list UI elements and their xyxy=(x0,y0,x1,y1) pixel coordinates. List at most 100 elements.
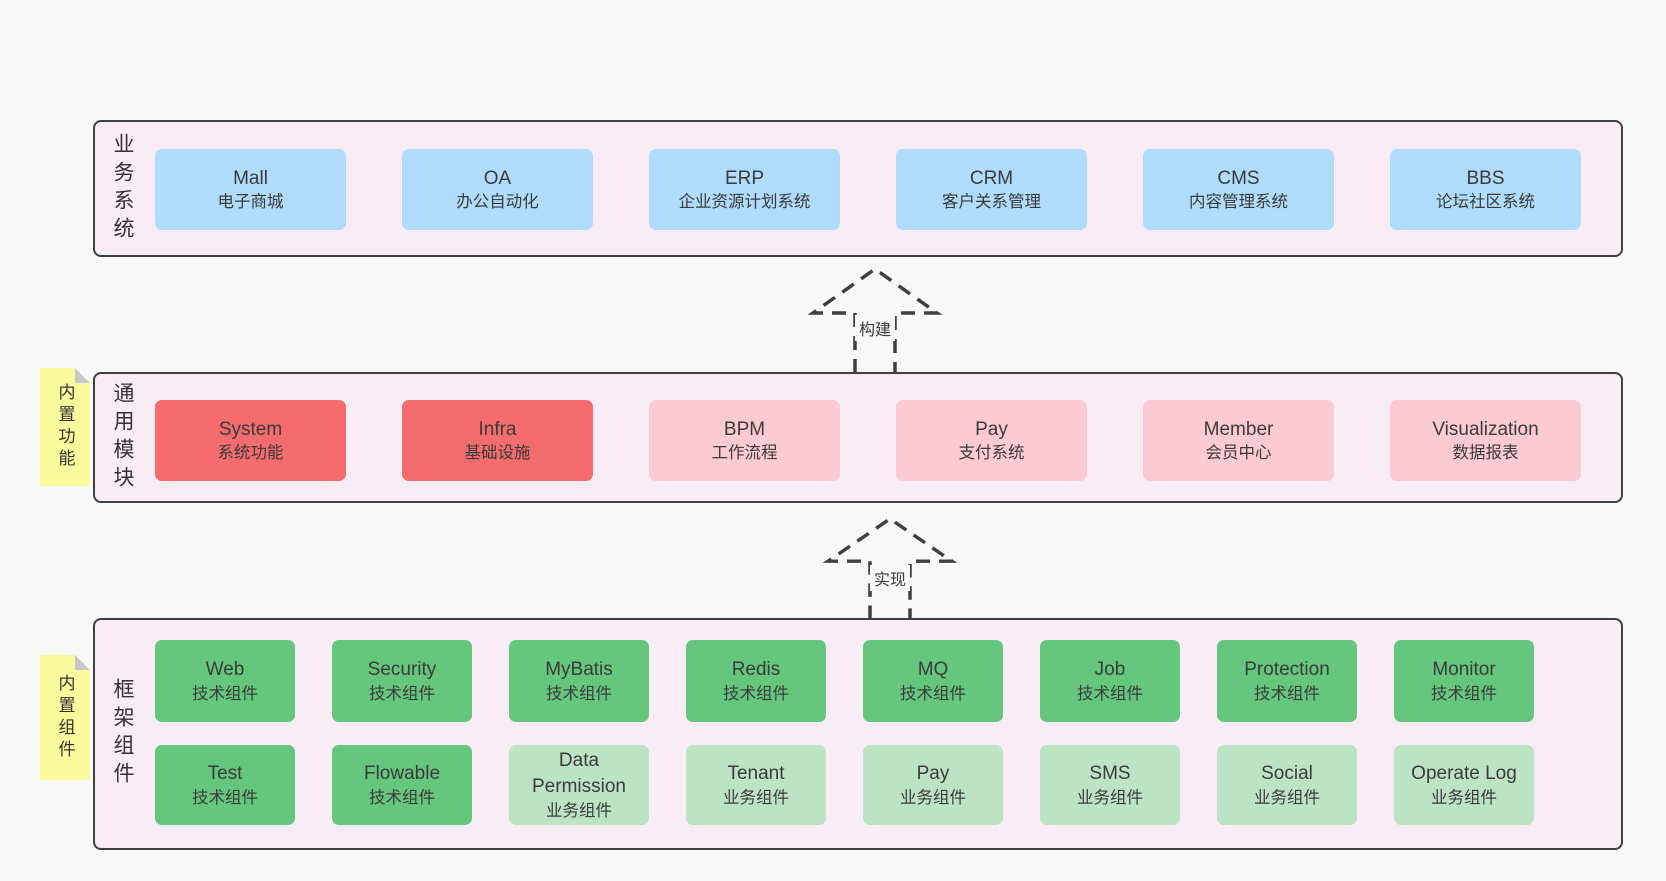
framework-row-2: Test 技术组件 Flowable 技术组件 Data Permission … xyxy=(155,745,1534,825)
box-infra: Infra 基础设施 xyxy=(402,400,593,481)
sticky-note-text: 内置组件 xyxy=(55,673,75,762)
box-subtitle: 数据报表 xyxy=(1452,444,1519,463)
box-name: BPM xyxy=(723,418,766,440)
sticky-note-builtin-features: 内置功能 xyxy=(40,368,90,486)
box-subtitle: 系统功能 xyxy=(217,444,284,463)
box-name: Test xyxy=(207,763,243,785)
box-name: Pay xyxy=(975,418,1008,440)
dashed-up-arrow-icon xyxy=(807,266,943,373)
box-name: Job xyxy=(1094,659,1126,681)
box-subtitle: 内容管理系统 xyxy=(1189,193,1288,212)
box-name: SMS xyxy=(1089,763,1131,785)
box-subtitle: 会员中心 xyxy=(1205,444,1272,463)
box-subtitle: 技术组件 xyxy=(369,684,435,703)
box-name: Flowable xyxy=(363,763,441,785)
implement-arrow-label: 实现 xyxy=(869,565,911,591)
box-subtitle: 技术组件 xyxy=(546,684,612,703)
box-cms: CMS 内容管理系统 xyxy=(1143,149,1334,230)
box-subtitle: 技术组件 xyxy=(192,788,258,807)
box-name: BBS xyxy=(1466,167,1505,189)
box-subtitle: 支付系统 xyxy=(958,444,1025,463)
box-subtitle: 技术组件 xyxy=(723,684,789,703)
box-system: System 系统功能 xyxy=(155,400,346,481)
box-bbs: BBS 论坛社区系统 xyxy=(1390,149,1581,230)
box-subtitle: 电子商城 xyxy=(217,193,284,212)
common-modules-row: System 系统功能 Infra 基础设施 BPM 工作流程 Pay 支付系统… xyxy=(155,400,1581,481)
box-name: CMS xyxy=(1217,167,1260,189)
box-subtitle: 论坛社区系统 xyxy=(1436,193,1535,212)
box-name: Operate Log xyxy=(1411,763,1517,785)
box-subtitle: 技术组件 xyxy=(192,684,258,703)
business-systems-label: 业务系统 xyxy=(111,132,134,245)
box-mybatis: MyBatis 技术组件 xyxy=(509,640,649,722)
box-name: MQ xyxy=(917,659,949,681)
box-oa: OA 办公自动化 xyxy=(402,149,593,230)
box-subtitle: 技术组件 xyxy=(1254,684,1320,703)
box-name: Protection xyxy=(1244,659,1330,681)
box-subtitle: 客户关系管理 xyxy=(942,193,1041,212)
framework-components-panel: 框架组件 Web 技术组件 Security 技术组件 MyBatis 技术组件… xyxy=(93,618,1623,850)
box-security: Security 技术组件 xyxy=(332,640,472,722)
sticky-note-text: 内置功能 xyxy=(55,383,75,471)
box-subtitle: 企业资源计划系统 xyxy=(678,193,811,212)
business-systems-row: Mall 电子商城 OA 办公自动化 ERP 企业资源计划系统 CRM 客户关系… xyxy=(155,149,1581,230)
common-modules-label: 通用模块 xyxy=(111,381,134,494)
box-visualization: Visualization 数据报表 xyxy=(1390,400,1581,481)
build-arrow-label: 构建 xyxy=(854,315,896,341)
box-subtitle: 业务组件 xyxy=(1431,788,1497,807)
box-name: Pay xyxy=(916,763,950,785)
box-subtitle: 业务组件 xyxy=(1077,788,1143,807)
box-flowable: Flowable 技术组件 xyxy=(332,745,472,825)
box-test: Test 技术组件 xyxy=(155,745,295,825)
box-job: Job 技术组件 xyxy=(1040,640,1180,722)
box-name: Data Permission xyxy=(532,750,626,797)
box-crm: CRM 客户关系管理 xyxy=(896,149,1087,230)
box-name: Infra xyxy=(478,418,517,440)
box-web: Web 技术组件 xyxy=(155,640,295,722)
box-erp: ERP 企业资源计划系统 xyxy=(649,149,840,230)
box-member: Member 会员中心 xyxy=(1143,400,1334,481)
implement-arrow: 实现 xyxy=(822,515,958,619)
box-name: Security xyxy=(367,659,437,681)
box-subtitle: 技术组件 xyxy=(369,788,435,807)
box-name: System xyxy=(218,418,283,440)
box-name: CRM xyxy=(969,167,1014,189)
box-subtitle: 技术组件 xyxy=(900,684,966,703)
box-redis: Redis 技术组件 xyxy=(686,640,826,722)
business-systems-panel: 业务系统 Mall 电子商城 OA 办公自动化 ERP 企业资源计划系统 CRM… xyxy=(93,120,1623,257)
framework-row-1: Web 技术组件 Security 技术组件 MyBatis 技术组件 Redi… xyxy=(155,640,1534,722)
box-social: Social 业务组件 xyxy=(1217,745,1357,825)
box-subtitle: 技术组件 xyxy=(1077,684,1143,703)
box-pay-module: Pay 支付系统 xyxy=(896,400,1087,481)
box-subtitle: 业务组件 xyxy=(1254,788,1320,807)
framework-components-label: 框架组件 xyxy=(111,678,134,790)
box-tenant: Tenant 业务组件 xyxy=(686,745,826,825)
box-name: OA xyxy=(483,167,512,189)
build-arrow: 构建 xyxy=(807,265,943,373)
box-bpm: BPM 工作流程 xyxy=(649,400,840,481)
box-monitor: Monitor 技术组件 xyxy=(1394,640,1534,722)
box-subtitle: 技术组件 xyxy=(1431,684,1497,703)
dashed-up-arrow-icon xyxy=(822,516,958,619)
box-data-permission: Data Permission 业务组件 xyxy=(509,745,649,825)
sticky-note-builtin-components: 内置组件 xyxy=(40,655,90,780)
box-operate-log: Operate Log 业务组件 xyxy=(1394,745,1534,825)
box-name: ERP xyxy=(724,167,765,189)
box-name: Redis xyxy=(731,659,781,681)
box-sms: SMS 业务组件 xyxy=(1040,745,1180,825)
box-name: MyBatis xyxy=(545,659,613,681)
box-subtitle: 办公自动化 xyxy=(456,193,539,212)
box-pay-component: Pay 业务组件 xyxy=(863,745,1003,825)
box-subtitle: 基础设施 xyxy=(464,444,531,463)
box-mall: Mall 电子商城 xyxy=(155,149,346,230)
box-subtitle: 业务组件 xyxy=(900,788,966,807)
box-subtitle: 业务组件 xyxy=(546,801,612,820)
box-name: Monitor xyxy=(1432,659,1496,681)
box-protection: Protection 技术组件 xyxy=(1217,640,1357,722)
box-subtitle: 工作流程 xyxy=(711,444,778,463)
box-subtitle: 业务组件 xyxy=(723,788,789,807)
box-name: Tenant xyxy=(727,763,785,785)
box-name: Visualization xyxy=(1432,418,1539,440)
box-name: Social xyxy=(1261,763,1313,785)
box-name: Member xyxy=(1203,418,1274,440)
